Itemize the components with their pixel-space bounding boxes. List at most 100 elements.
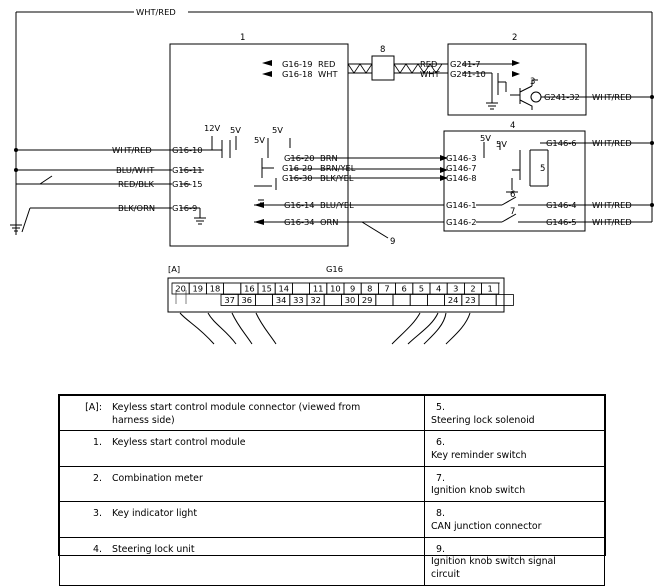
- legend-table: [A]: Keyless start control module connect…: [58, 394, 606, 586]
- terminal-g146-6: G146-6: [546, 138, 577, 148]
- wire-label-blu-yel: BLU/YEL: [320, 200, 354, 210]
- callout-1: 1: [240, 33, 245, 43]
- callout-9: 9: [390, 237, 395, 247]
- connector-pin-label: 14: [279, 284, 290, 294]
- connector-pin-label: 36: [242, 295, 253, 305]
- connector-pin-label: 30: [345, 295, 356, 305]
- connector-pin-label: 18: [210, 284, 221, 294]
- legend-row: [A]: Keyless start control module connect…: [59, 394, 605, 432]
- connector-cell: [481, 282, 500, 295]
- callout-8: 8: [380, 45, 385, 55]
- legend-text: Ignition knob switch: [431, 485, 526, 497]
- voltage-12v: 12V: [204, 123, 221, 133]
- legend-cell-right: 5.Steering lock solenoid: [424, 394, 605, 432]
- terminal-g16-10: G16-10: [172, 145, 203, 155]
- legend-text: Keyless start control module connector (…: [112, 402, 361, 426]
- terminal-g146-7: G146-7: [446, 163, 477, 173]
- legend-key: 7.: [436, 472, 445, 484]
- connector-cell: [323, 294, 342, 306]
- wire-label-wht-red-top: WHT/RED: [136, 7, 176, 17]
- terminal-g146-2: G146-2: [446, 217, 477, 227]
- callout-7: 7: [510, 207, 515, 217]
- legend-key: 1.: [93, 437, 102, 449]
- legend-text: Combination meter: [112, 472, 203, 484]
- voltage-5v-3: 5V: [272, 125, 283, 135]
- legend-key: 4.: [93, 543, 102, 555]
- terminal-g16-30: G16-30: [282, 173, 313, 183]
- wire-label-red-2: RED: [420, 59, 437, 69]
- connector-cell: [291, 282, 310, 295]
- legend-key: 9.: [436, 543, 445, 555]
- voltage-5v-2: 5V: [254, 135, 265, 145]
- terminal-g16-11: G16-11: [172, 165, 203, 175]
- legend-row: 4. Steering lock unit 9.Ignition knob swit…: [59, 536, 605, 586]
- connector-cell: [478, 294, 497, 306]
- connector-pin-label: 9: [350, 284, 355, 294]
- legend-text: Keyless start control module: [112, 437, 246, 449]
- connector-pin-label: 3: [453, 284, 458, 294]
- legend-cell-right: 7.Ignition knob switch: [424, 465, 605, 503]
- legend-row: 1. Keyless start control module 6.Key remi…: [59, 430, 605, 467]
- terminal-g16-14: G16-14: [284, 200, 315, 210]
- wire-label-blu-wht: BLU/WHT: [116, 165, 155, 175]
- wire-label-wht-red-g241: WHT/RED: [592, 92, 632, 102]
- terminal-g241-32: G241-32: [544, 92, 580, 102]
- connector-cell: [375, 294, 394, 306]
- connector-name: G16: [326, 264, 343, 274]
- connector-pin-label: 2: [470, 284, 475, 294]
- terminal-g241-7: G241-7: [450, 59, 481, 69]
- connector-pin-label: 34: [276, 295, 287, 305]
- connector-pin-label: 23: [465, 295, 476, 305]
- connector-pin-label: 19: [193, 284, 204, 294]
- legend-cell-left: 1. Keyless start control module: [59, 430, 425, 467]
- legend-cell-left: 3.Key indicator light: [59, 501, 425, 538]
- legend-text: Steering lock solenoid: [431, 414, 535, 426]
- legend-text: Key reminder switch: [431, 450, 527, 462]
- connector-cell: [426, 294, 445, 306]
- terminal-g146-5: G146-5: [546, 217, 577, 227]
- connector-pin-label: 20: [175, 284, 186, 294]
- wire-label-wht: WHT: [318, 69, 338, 79]
- terminal-g16-15: G16-15: [172, 179, 203, 189]
- callout-2: 2: [512, 33, 517, 43]
- wire-label-blk-orn: BLK/ORN: [118, 203, 155, 213]
- connector-cell: [254, 294, 273, 306]
- legend-cell-left: 4. Steering lock unit: [59, 536, 425, 586]
- terminal-g146-1: G146-1: [446, 200, 477, 210]
- legend-text: Steering lock unit: [112, 543, 195, 555]
- connector-cell: [495, 294, 514, 306]
- legend-text: Key indicator light: [112, 508, 198, 520]
- terminal-g16-9: G16-9: [172, 203, 197, 213]
- wire-label-blk-yel: BLK/YEL: [320, 173, 354, 183]
- wire-label-brn: BRN: [320, 153, 338, 163]
- callout-3: 3: [530, 77, 535, 87]
- connector-pin-label: 16: [244, 284, 255, 294]
- connector-pin-label: 8: [367, 284, 372, 294]
- wire-label-wht-red-g146-6: WHT/RED: [592, 138, 632, 148]
- terminal-g146-4: G146-4: [546, 200, 577, 210]
- wire-label-wht-2: WHT: [420, 69, 440, 79]
- connector-pin-label: 33: [293, 295, 304, 305]
- connector-cell: [223, 282, 242, 295]
- legend-row: 2. Combination meter 7.Ignition knob switc…: [59, 465, 605, 503]
- wire-label-orn: ORN: [320, 217, 339, 227]
- legend-cell-right: 9.Ignition knob switch signal circuit: [424, 536, 605, 586]
- connector-pin-label: 6: [402, 284, 407, 294]
- wire-label-wht-red-left: WHT/RED: [112, 145, 152, 155]
- legend-key: 2.: [93, 472, 102, 484]
- legend-key: [A]:: [85, 402, 102, 413]
- connector-pin-label: 32: [310, 295, 321, 305]
- terminal-g241-10: G241-10: [450, 69, 486, 79]
- terminal-g16-19: G16-19: [282, 59, 313, 69]
- terminal-g16-29: G16-29: [282, 163, 313, 173]
- legend-cell-right: 8.CAN junction connector: [424, 501, 605, 538]
- connector-pin-label: 5: [419, 284, 424, 294]
- terminal-g16-34: G16-34: [284, 217, 315, 227]
- legend-cell-right: 6.Key reminder switch: [424, 430, 605, 467]
- connector-pin-label: 7: [384, 284, 389, 294]
- connector-pin-label: 15: [261, 284, 272, 294]
- legend-text: Ignition knob switch signal circuit: [431, 556, 556, 580]
- wire-label-red: RED: [318, 59, 335, 69]
